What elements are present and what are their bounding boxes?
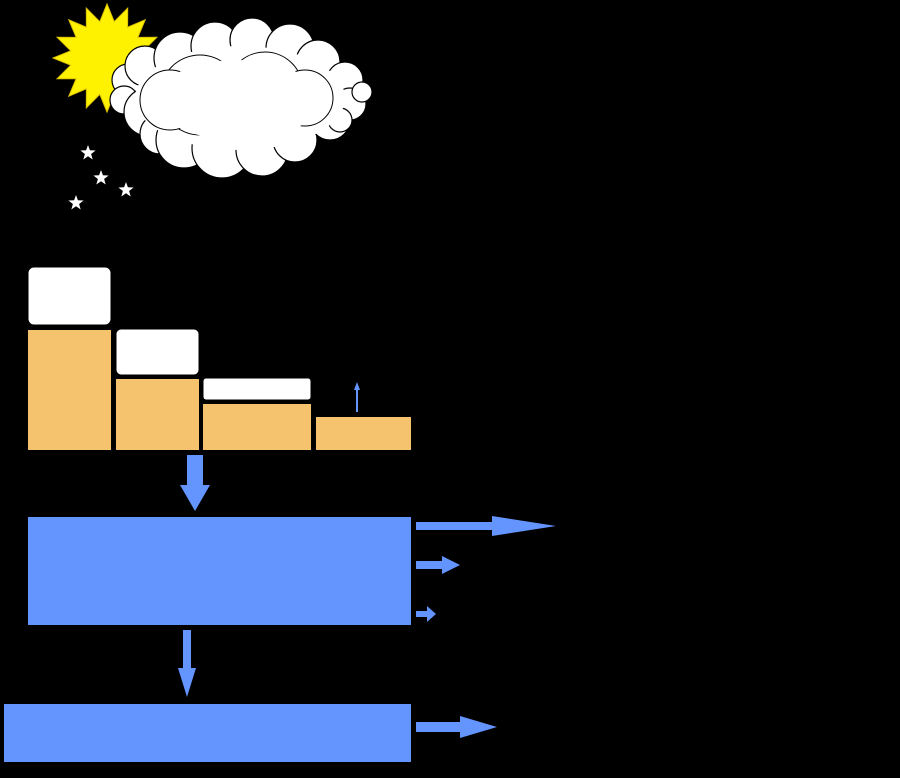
outflow-arrows-upper bbox=[416, 516, 556, 622]
outflow-arrow-medium-icon bbox=[416, 556, 460, 574]
outflow-arrow-large-icon bbox=[416, 516, 556, 536]
upper-reservoir bbox=[28, 517, 411, 625]
outflow-arrow-lower-icon bbox=[416, 716, 497, 738]
down-arrow-icon bbox=[180, 455, 210, 511]
star-icon bbox=[68, 195, 84, 210]
cloud-icon bbox=[109, 17, 373, 179]
cloud-core bbox=[156, 60, 320, 140]
down-arrow-lower-icon bbox=[178, 630, 196, 697]
soil-layer bbox=[28, 330, 411, 450]
outflow-arrow-small-icon bbox=[416, 606, 436, 622]
soil-column-3 bbox=[203, 404, 311, 450]
lower-reservoir bbox=[4, 704, 411, 762]
snow-cap-3 bbox=[202, 377, 312, 401]
soil-column-2 bbox=[116, 379, 199, 450]
star-icon bbox=[93, 170, 109, 185]
stars-group bbox=[68, 145, 134, 210]
snow-layer bbox=[27, 266, 312, 401]
star-icon bbox=[80, 145, 96, 160]
snow-cap-1 bbox=[27, 266, 112, 326]
soil-column-4 bbox=[316, 417, 411, 450]
cloud-puff bbox=[351, 81, 373, 103]
snow-cap-2 bbox=[115, 328, 200, 376]
star-icon bbox=[118, 182, 134, 197]
upward-arrow-icon bbox=[354, 382, 360, 412]
soil-column-1 bbox=[28, 330, 111, 450]
